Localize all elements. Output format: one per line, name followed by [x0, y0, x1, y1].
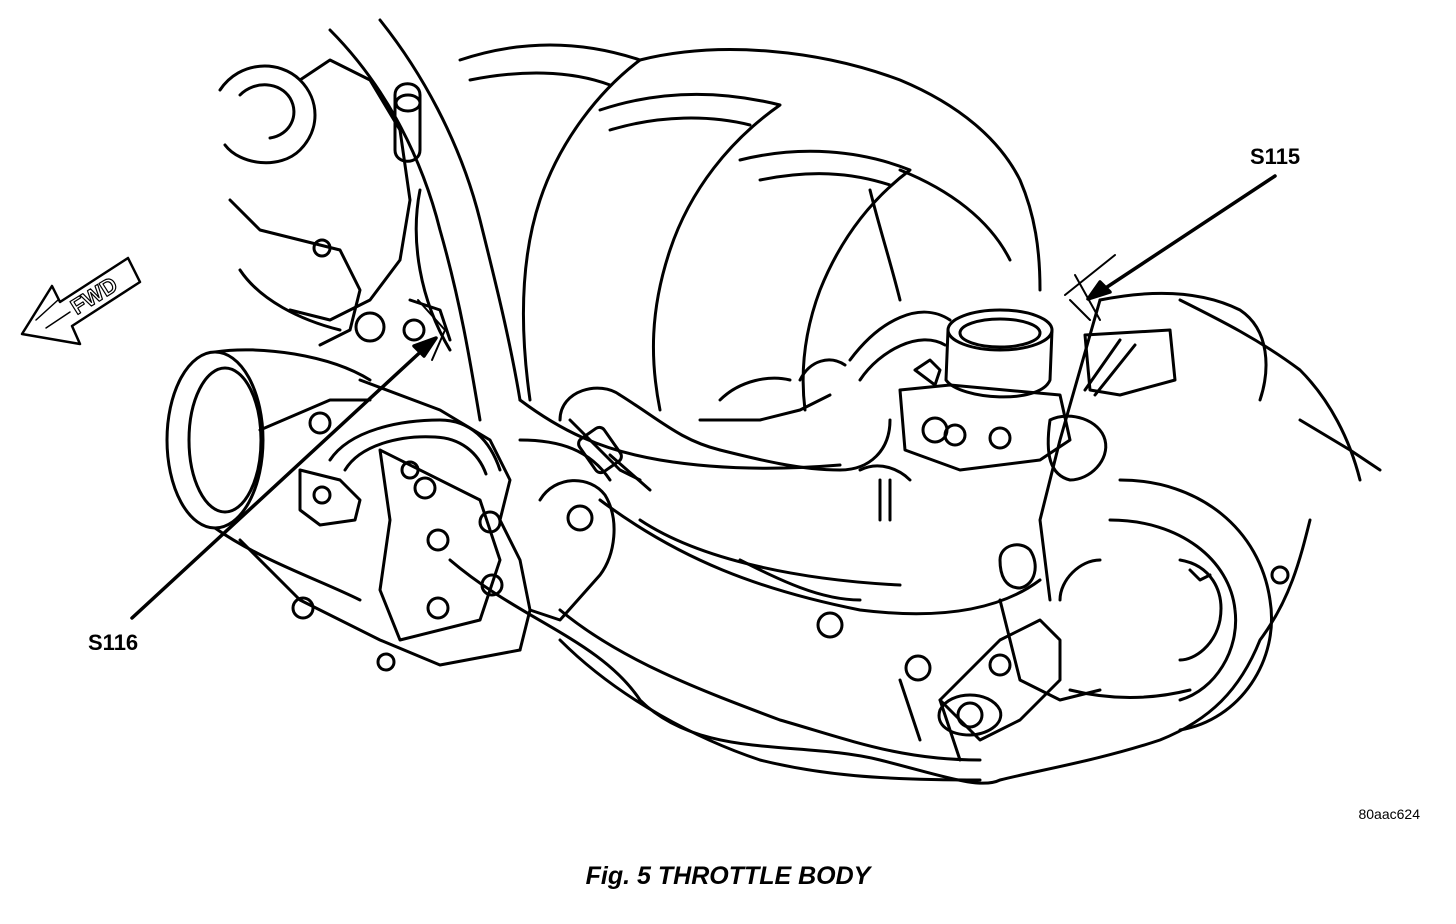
forward-arrow-icon: FWD	[20, 256, 142, 346]
callout-label-s115: S115	[1250, 144, 1301, 169]
engine-block	[448, 498, 1312, 785]
s116-marker	[417, 299, 446, 361]
engine-bottom-outline	[558, 638, 982, 782]
upper-accessory-bracket	[218, 58, 452, 347]
s115-marker	[1064, 254, 1116, 321]
timing-cover	[998, 478, 1290, 732]
callout-label-s116: S116	[88, 630, 139, 655]
wiring-harness	[558, 310, 952, 522]
s116-leader-line	[130, 343, 430, 620]
callout-leaders	[130, 174, 1277, 620]
drawing-code: 80aac624	[1358, 806, 1420, 822]
throttle-body	[898, 291, 1382, 602]
center-bracket	[518, 438, 616, 622]
s115-leader-line	[1096, 174, 1277, 295]
figure-caption: Fig. 5 THROTTLE BODY	[585, 862, 871, 890]
s115-arrowhead	[1086, 280, 1112, 301]
lower-bracket	[938, 618, 1192, 742]
s116-arrowhead	[412, 336, 438, 358]
intake-manifold	[328, 18, 1042, 470]
ac-compressor	[165, 348, 532, 672]
